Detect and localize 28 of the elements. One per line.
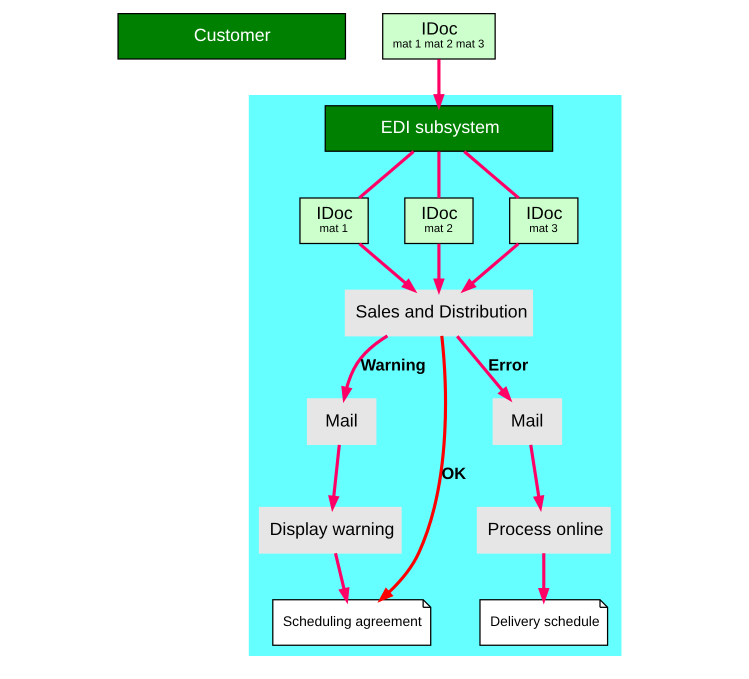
node-box: Sales and Distribution [344, 290, 534, 336]
edge-label: Warning [360, 356, 426, 374]
connector [358, 150, 415, 200]
edge-label: Error [488, 356, 528, 374]
arrow [538, 553, 550, 604]
connector [437, 152, 440, 198]
node-box: IDoc mat 3 [509, 197, 579, 244]
node-box: Process online [476, 506, 611, 554]
node-box: IDoc mat 1 mat 2 mat 3 [382, 12, 496, 60]
arrow [433, 59, 445, 111]
node-box: Display warning [258, 506, 402, 554]
node-box: Mail [492, 398, 562, 445]
node-box: IDoc mat 1 [299, 197, 369, 244]
arrow [328, 444, 341, 512]
node-box: EDI subsystem [324, 105, 554, 152]
arrow [456, 335, 512, 402]
arrow [334, 552, 350, 604]
node-box: Mail [306, 398, 376, 445]
arrow [433, 244, 445, 295]
connector [463, 150, 520, 200]
node-box: Customer [117, 12, 346, 60]
arrow [529, 444, 544, 512]
arrow [341, 334, 388, 404]
edge-label: OK [441, 464, 466, 483]
node-box: IDoc mat 2 [404, 197, 474, 244]
arrow [460, 242, 520, 294]
arrow [377, 336, 448, 603]
arrow [358, 242, 418, 294]
